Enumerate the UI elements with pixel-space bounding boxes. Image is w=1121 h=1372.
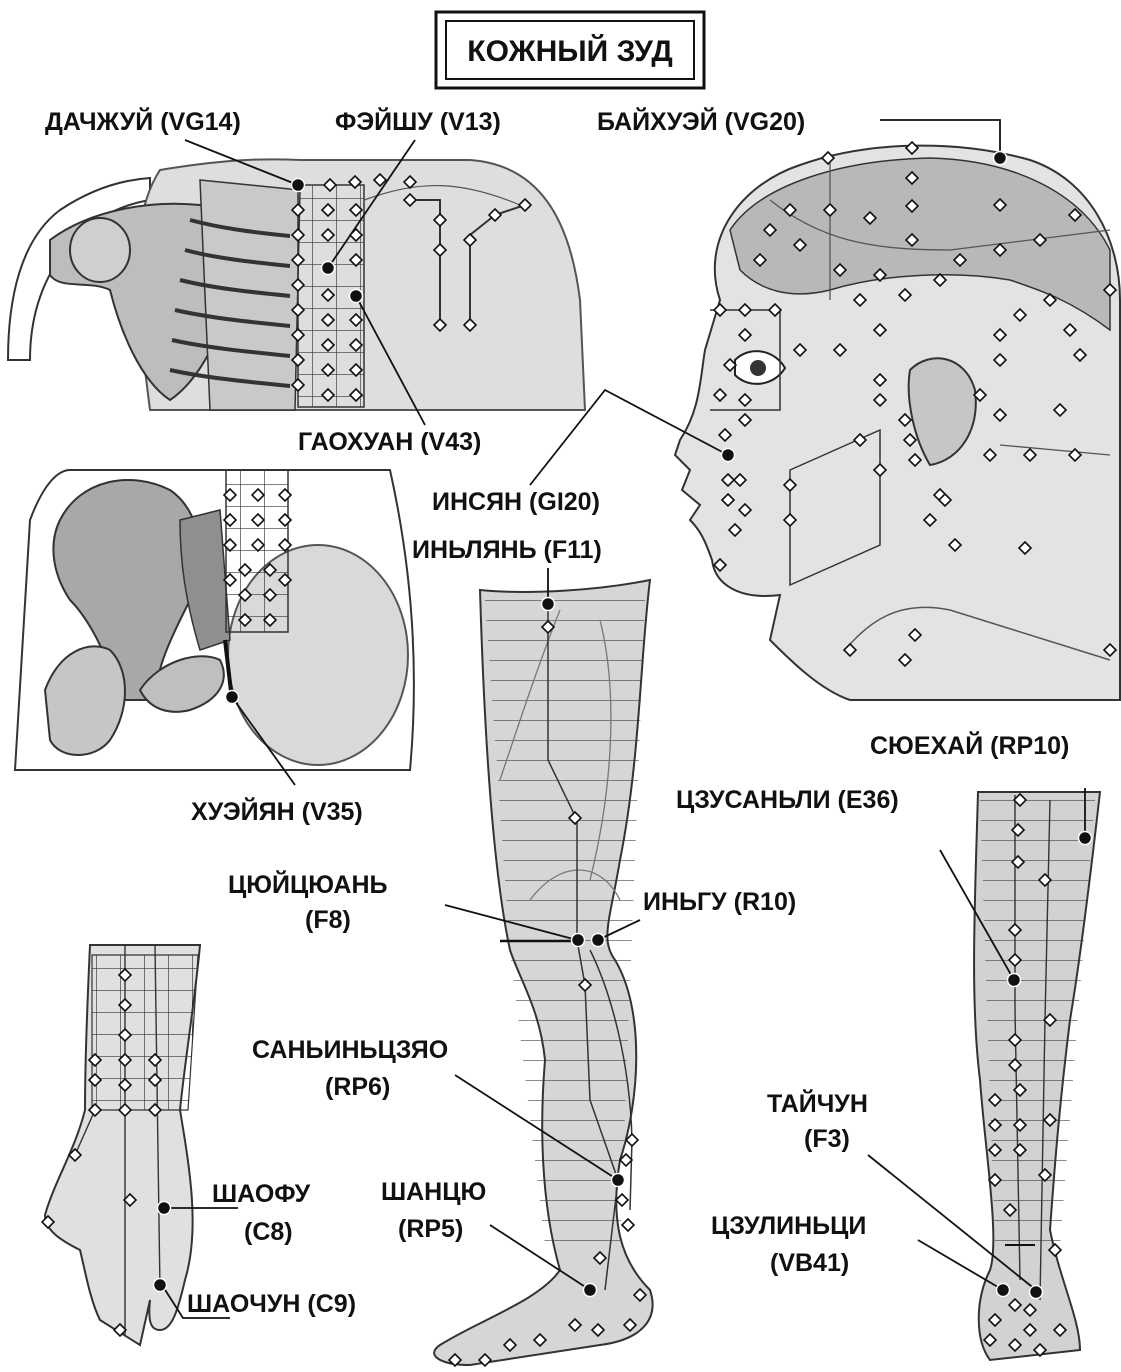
point-zusanli bbox=[1008, 974, 1021, 987]
right-leg bbox=[974, 792, 1100, 1360]
label-shangqiu-2: (RP5) bbox=[398, 1215, 463, 1243]
point-sanyinjiao bbox=[612, 1174, 625, 1187]
label-feishu: ФЭЙШУ (V13) bbox=[335, 106, 501, 136]
label-taichong-1: ТАЙЧУН bbox=[767, 1088, 868, 1118]
label-shaofu-2: (C8) bbox=[244, 1218, 293, 1246]
label-huiyang: ХУЭЙЯН (V35) bbox=[191, 796, 363, 826]
point-taichong bbox=[1030, 1286, 1043, 1299]
label-xuehai: СЮЕХАЙ (RP10) bbox=[870, 730, 1069, 760]
label-zulinqi-1: ЦЗУЛИНЬЦИ bbox=[711, 1212, 866, 1240]
point-xuehai bbox=[1079, 832, 1092, 845]
label-gaohuang: ГАОХУАН (V43) bbox=[298, 428, 481, 456]
label-shaofu-1: ШАОФУ bbox=[212, 1180, 311, 1208]
point-dazhui bbox=[292, 179, 305, 192]
point-huiyang bbox=[226, 691, 239, 704]
label-ququan-1: ЦЮЙЦЮАНЬ bbox=[228, 869, 388, 899]
point-yingu bbox=[592, 934, 605, 947]
point-feishu bbox=[322, 262, 335, 275]
label-shaochong: ШАОЧУН (C9) bbox=[187, 1290, 356, 1318]
label-ququan-2: (F8) bbox=[305, 906, 351, 934]
point-ququan bbox=[572, 934, 585, 947]
label-dazhui: ДАЧЖУЙ (VG14) bbox=[45, 106, 241, 136]
label-yinlian: ИНЬЛЯНЬ (F11) bbox=[412, 536, 602, 564]
auxiliary-point-marker bbox=[622, 1219, 634, 1231]
point-baihui bbox=[994, 152, 1007, 165]
page-title: КОЖНЫЙ ЗУД bbox=[467, 34, 672, 68]
hip-figure bbox=[15, 470, 414, 770]
point-shangqiu bbox=[584, 1284, 597, 1297]
label-yingxiang: ИНСЯН (GI20) bbox=[432, 488, 600, 516]
point-gaohuang bbox=[350, 290, 363, 303]
center-leg bbox=[434, 580, 652, 1365]
label-zusanli: ЦЗУСАНЬЛИ (E36) bbox=[676, 786, 899, 814]
label-yingu: ИНЬГУ (R10) bbox=[643, 888, 796, 916]
point-yingxiang bbox=[722, 449, 735, 462]
title-box: КОЖНЫЙ ЗУД bbox=[436, 12, 704, 88]
label-sanyinjiao-1: САНЬИНЬЦЗЯО bbox=[252, 1036, 448, 1064]
point-zulinqi bbox=[997, 1284, 1010, 1297]
point-shaochong bbox=[154, 1279, 167, 1292]
label-taichong-2: (F3) bbox=[804, 1125, 850, 1153]
point-yinlian bbox=[542, 598, 555, 611]
label-sanyinjiao-2: (RP6) bbox=[325, 1073, 390, 1101]
label-baihui: БАЙХУЭЙ (VG20) bbox=[597, 106, 805, 136]
point-shaofu bbox=[158, 1202, 171, 1215]
label-zulinqi-2: (VB41) bbox=[770, 1249, 849, 1277]
label-shangqiu-1: ШАНЦЮ bbox=[381, 1178, 486, 1206]
